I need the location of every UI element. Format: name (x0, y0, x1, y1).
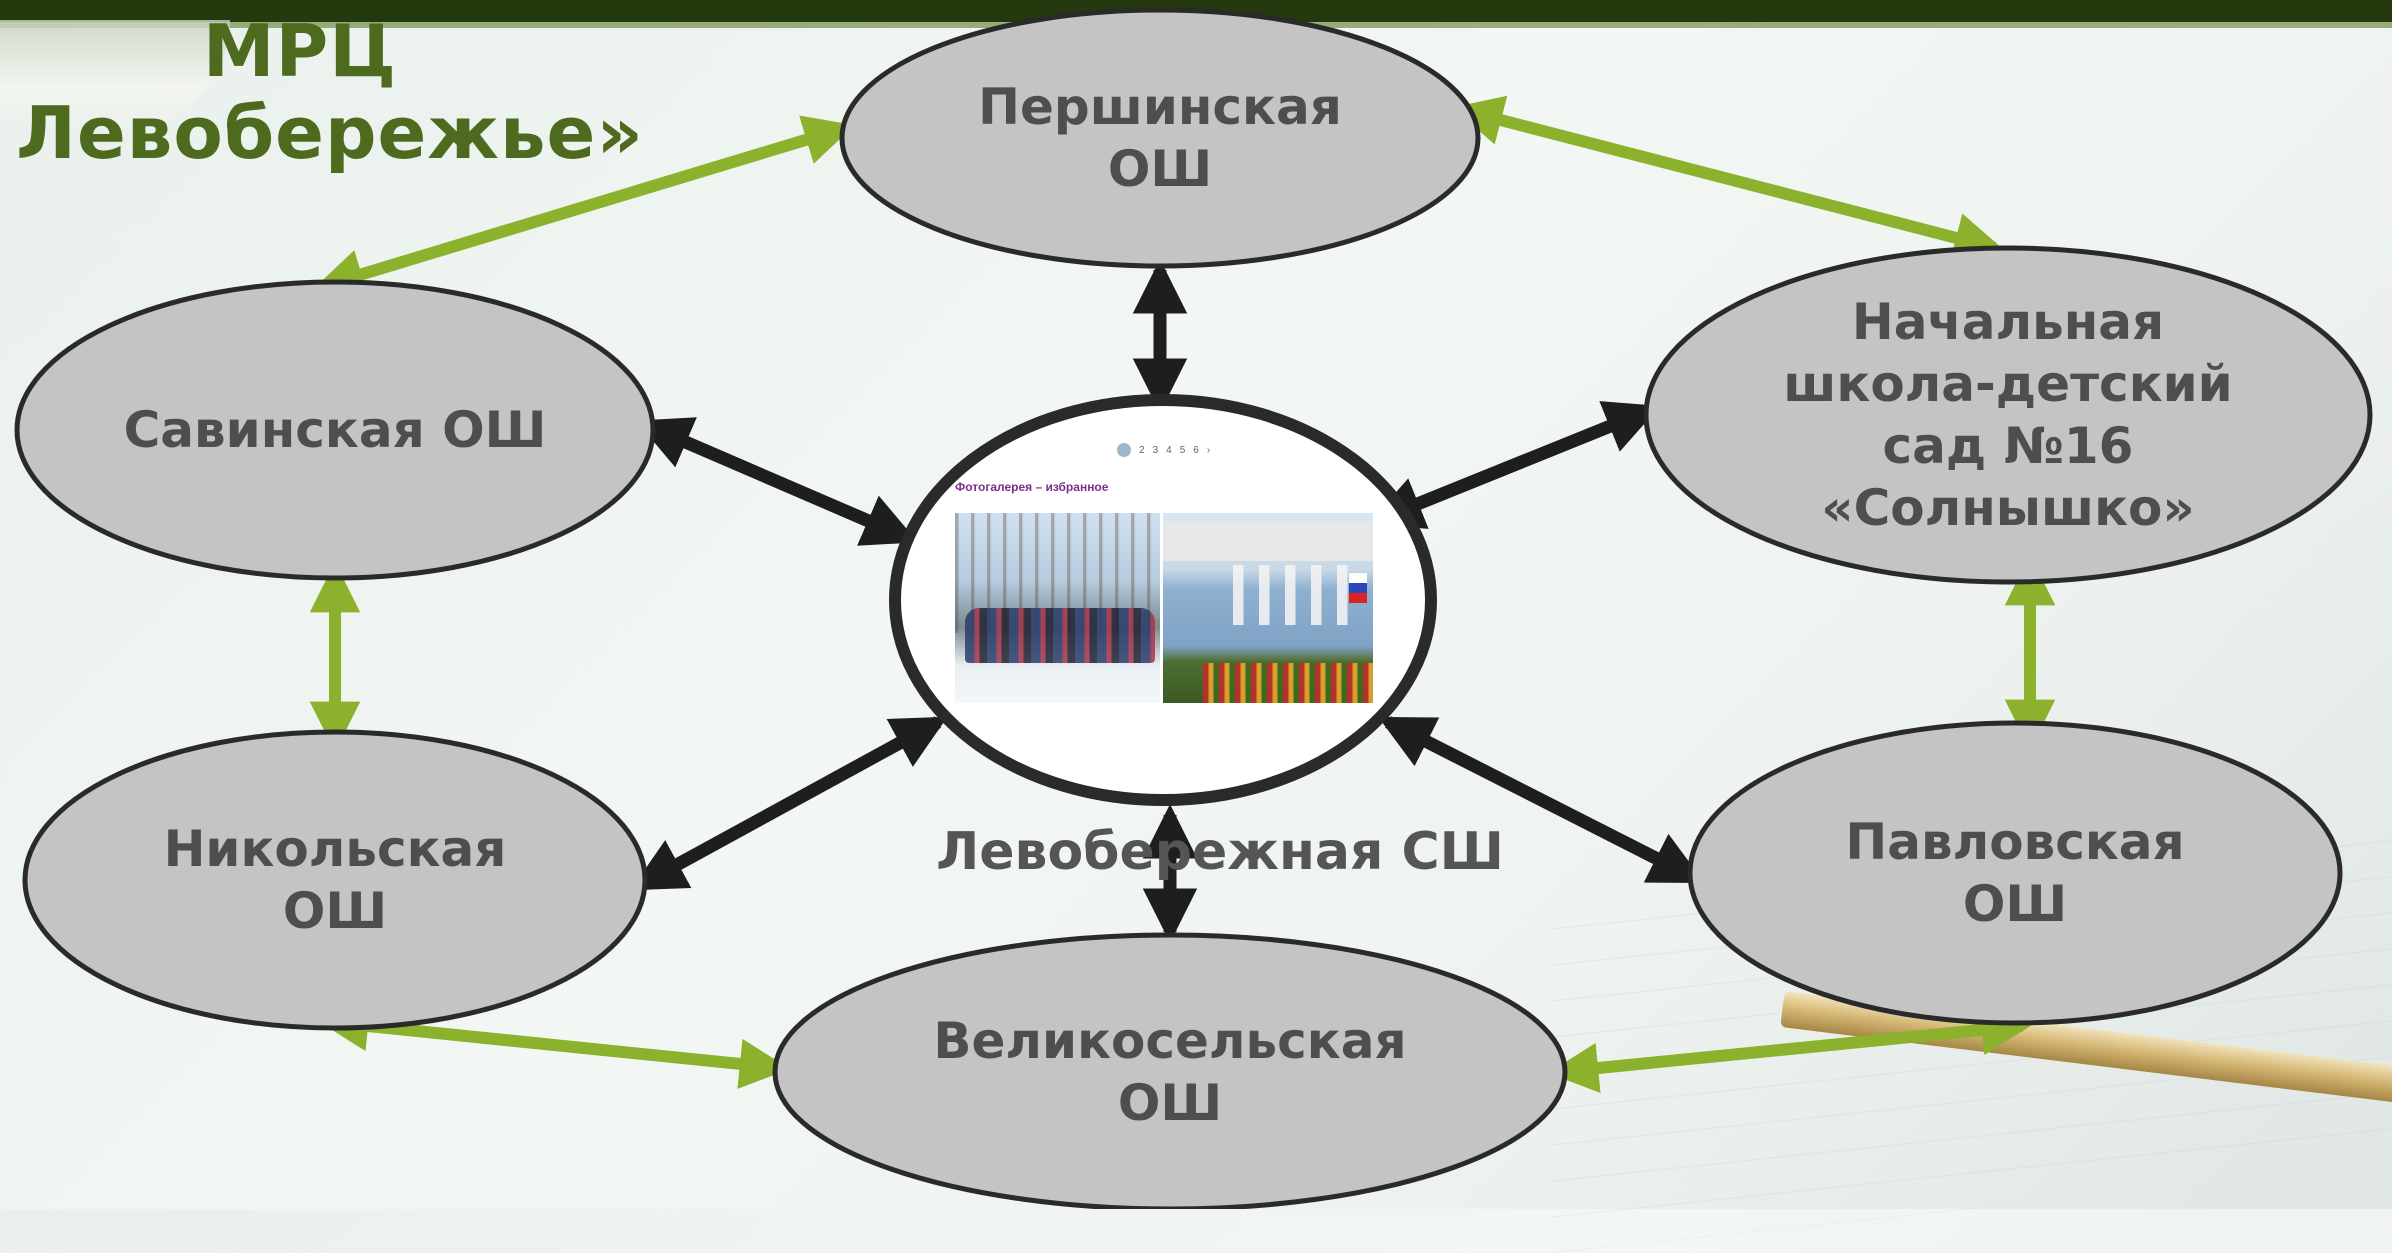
photo-building-windows (1233, 565, 1363, 625)
node-shape-nikolskaya (22, 729, 648, 1031)
node-nachalnaya: Начальная школа-детский сад №16 «Солнышк… (1646, 248, 2370, 582)
node-label-velikoselskaya: Великосельская ОШ (933, 1012, 1407, 1132)
pagination-next: › (1206, 444, 1211, 456)
pagination-item: 5 (1179, 444, 1186, 456)
node-shape-savinskaya (14, 279, 656, 581)
node-shape-pershinskaya (839, 7, 1481, 269)
node-label-savinskaya: Савинская ОШ (123, 401, 547, 459)
node-label-nachalnaya: Начальная школа-детский сад №16 «Солнышк… (1783, 293, 2233, 537)
center-website-screenshot: 2 3 4 5 6 › Фотогалерея – избранное (905, 408, 1420, 793)
node-shape-nachalnaya (1643, 245, 2373, 585)
center-node-label: Левобережная СШ (936, 822, 1504, 882)
photo-people (965, 608, 1155, 663)
node-label-pershinskaya: Першинская ОШ (978, 78, 1342, 198)
pagination-active-dot (1117, 443, 1131, 457)
gallery-caption: Фотогалерея – избранное (955, 480, 1109, 494)
pagination-item: 4 (1166, 444, 1172, 456)
node-label-nikolskaya: Никольская ОШ (163, 820, 507, 940)
link-velikoselskaya-pavlovskaya (1547, 1004, 2033, 1094)
photo-students-winter (955, 513, 1160, 703)
photo-flowerbed (1203, 663, 1373, 703)
pagination: 2 3 4 5 6 › (1117, 442, 1210, 458)
node-label-pavlovskaya: Павловская ОШ (1845, 813, 2185, 933)
photo-school-building (1163, 513, 1373, 703)
link-savinskaya-center (635, 417, 919, 546)
node-nikolskaya: Никольская ОШ (25, 732, 645, 1028)
link-savinskaya-pershinskaya (313, 115, 855, 299)
links-layer (309, 95, 2056, 1094)
pagination-item: 2 (1139, 444, 1145, 456)
link-pavlovskaya-center (1378, 716, 1705, 884)
photo-building-top (1163, 521, 1373, 561)
pagination-item: 6 (1193, 444, 1199, 456)
node-savinskaya: Савинская ОШ (17, 282, 653, 578)
node-shape-pavlovskaya (1687, 720, 2343, 1026)
link-pershinskaya-nachalnaya (1452, 95, 2005, 263)
flag-icon (1349, 573, 1367, 603)
link-nachalnaya-center (1367, 401, 1661, 529)
node-shape-velikoselskaya (772, 932, 1568, 1209)
link-nikolskaya-velikoselskaya (317, 1001, 791, 1089)
node-pershinskaya: Першинская ОШ (842, 10, 1478, 266)
node-pavlovskaya: Павловская ОШ (1690, 723, 2340, 1023)
pagination-item: 3 (1152, 444, 1159, 456)
link-nikolskaya-center (630, 716, 948, 891)
title-line-1: МРЦ (202, 9, 398, 93)
node-velikoselskaya: Великосельская ОШ (775, 935, 1565, 1209)
